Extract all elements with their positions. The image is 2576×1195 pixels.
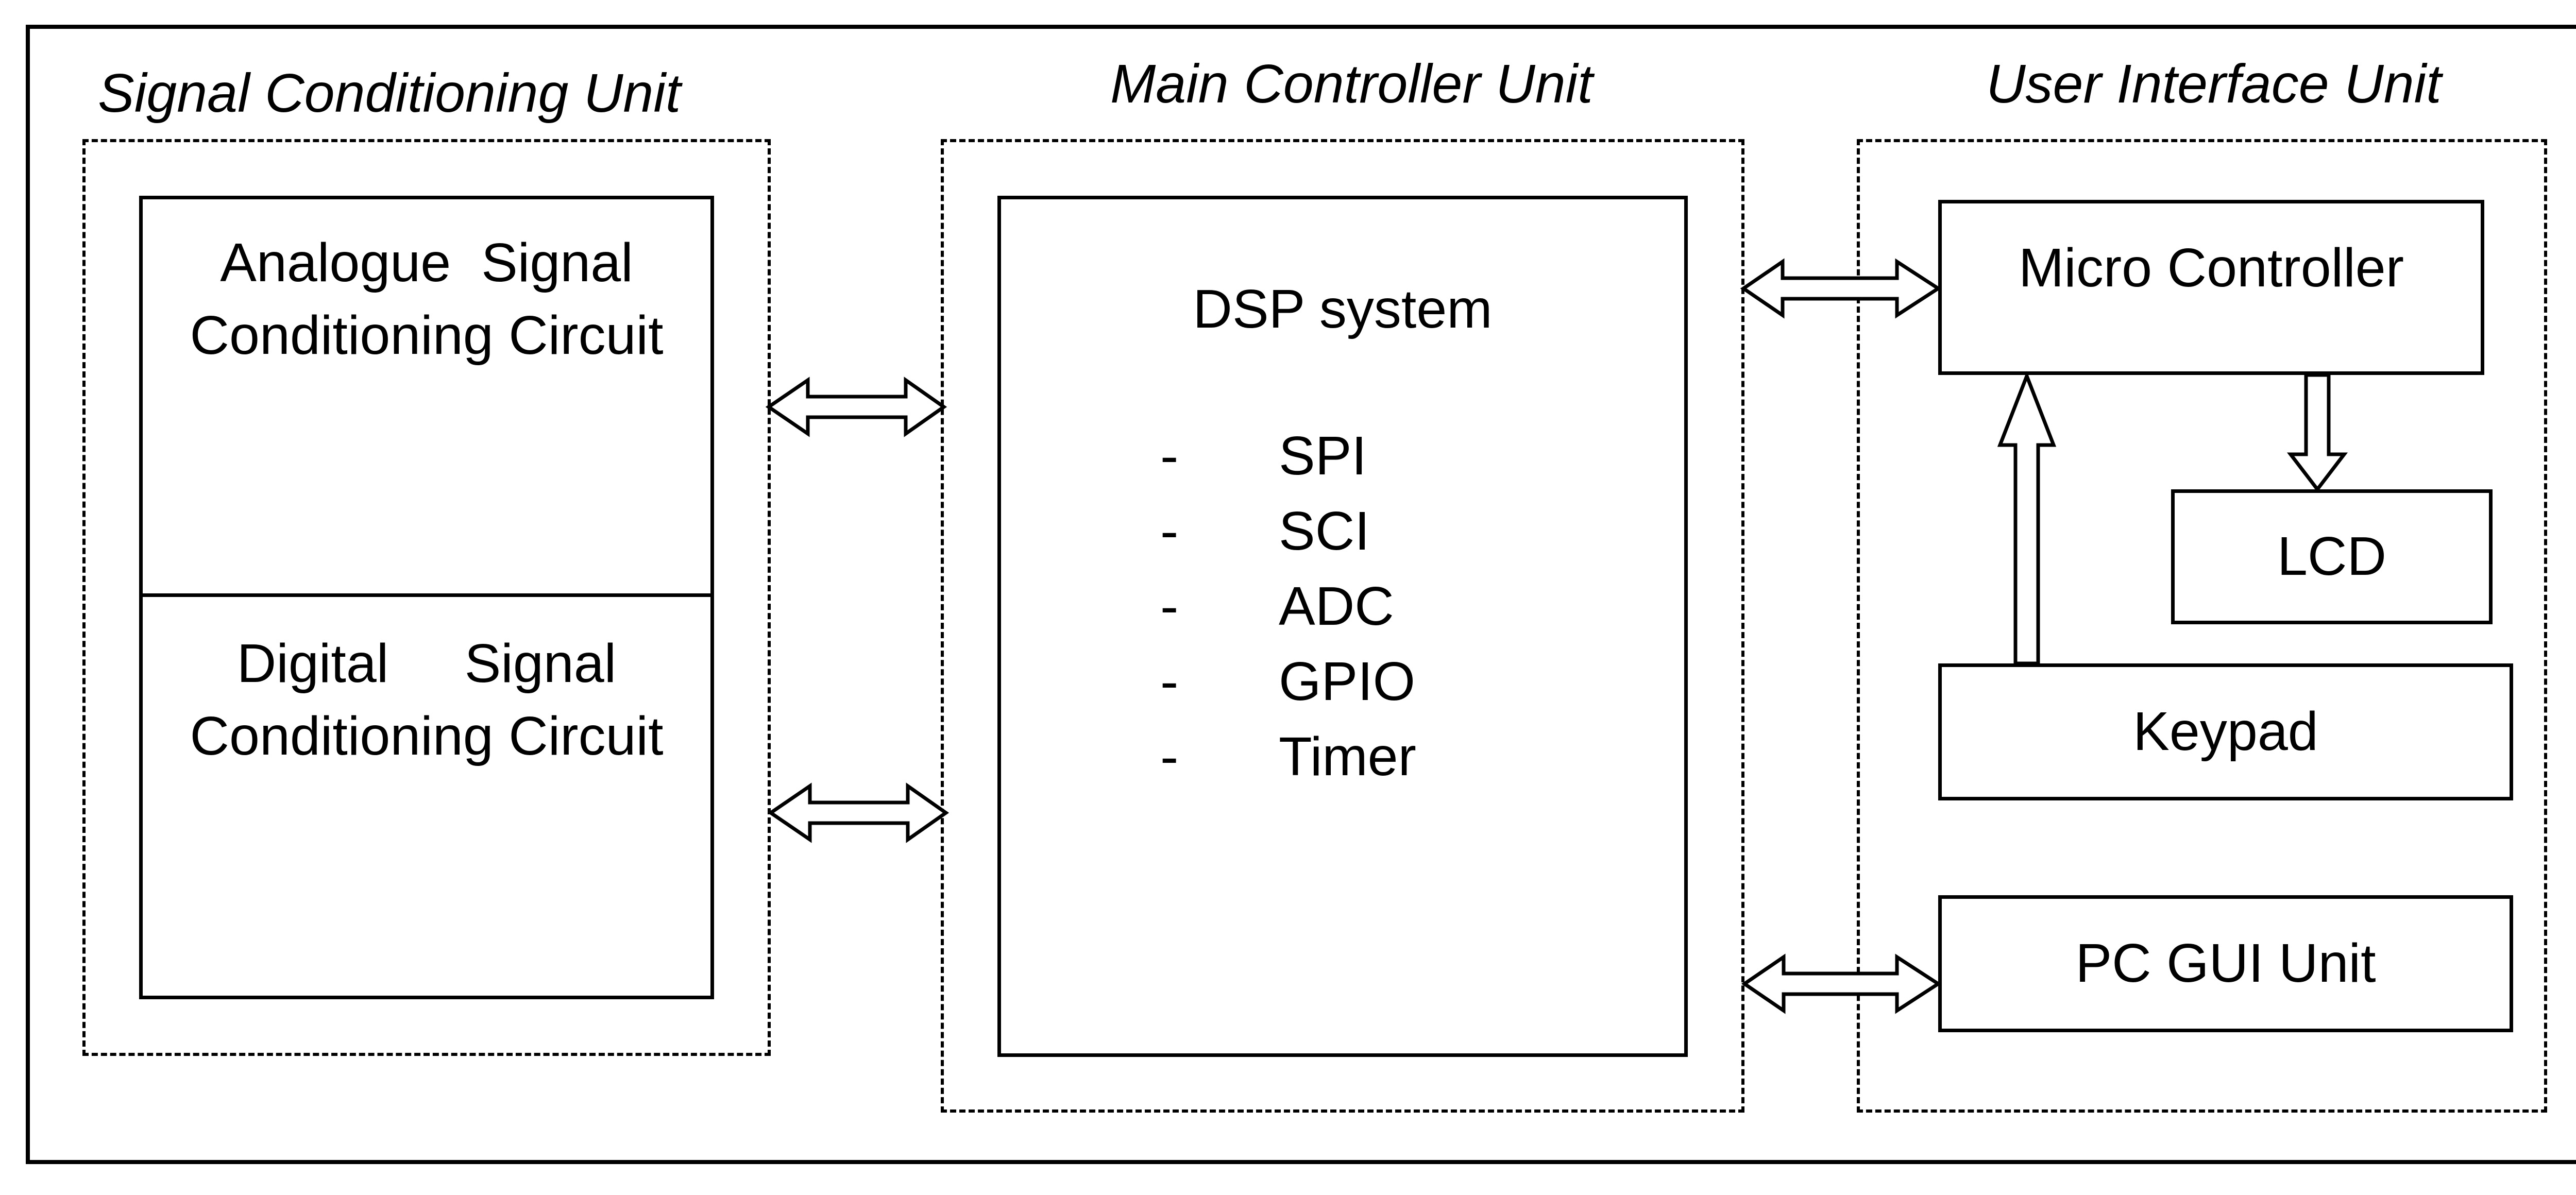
list-item: - SPI	[1160, 418, 1416, 493]
list-bullet: -	[1160, 576, 1179, 637]
micro-controller-label: Micro Controller	[2018, 237, 2404, 298]
signal-conditioning-divider	[139, 593, 714, 597]
micro-controller-block	[1938, 200, 2484, 375]
double-arrow-dsp-pcgui	[1741, 953, 1942, 1014]
double-arrow-dsp-microcontroller	[1740, 258, 1942, 319]
user-interface-unit-title: User Interface Unit	[1986, 54, 2442, 114]
main-controller-unit	[941, 139, 1744, 1113]
analogue-label-line1: Analogue Signal	[220, 232, 633, 293]
down-arrow-microcontroller-lcd	[2286, 373, 2348, 492]
digital-label-line2: Conditioning Circuit	[190, 705, 664, 766]
list-bullet: -	[1160, 425, 1179, 486]
dsp-system-title: DSP system	[1193, 279, 1493, 339]
pc-gui-unit-block	[1938, 895, 2513, 1032]
signal-conditioning-block	[139, 196, 714, 999]
double-arrow-digital-dsp	[767, 782, 950, 843]
lcd-label: LCD	[2277, 526, 2387, 587]
list-item-text: GPIO	[1279, 651, 1416, 712]
list-item-text: SCI	[1279, 501, 1370, 561]
signal-conditioning-unit-title: Signal Conditioning Unit	[98, 63, 681, 124]
list-bullet: -	[1160, 501, 1179, 561]
keypad-label: Keypad	[2133, 701, 2318, 762]
main-controller-unit-title: Main Controller Unit	[1110, 54, 1593, 114]
list-item: - SCI	[1160, 493, 1416, 569]
digital-signal-conditioning-circuit: Digital Signal Conditioning Circuit	[139, 627, 714, 773]
list-bullet: -	[1160, 726, 1179, 787]
list-item-text: ADC	[1279, 576, 1394, 637]
list-item: - ADC	[1160, 569, 1416, 644]
dsp-system-block	[997, 196, 1688, 1057]
analogue-label-line2: Conditioning Circuit	[190, 304, 664, 366]
analogue-signal-conditioning-circuit: Analogue Signal Conditioning Circuit	[139, 227, 714, 372]
signal-conditioning-unit	[82, 139, 771, 1056]
double-arrow-analogue-dsp	[765, 377, 947, 437]
dsp-peripheral-list: - SPI - SCI - ADC - GPIO - Timer	[1160, 418, 1416, 794]
lcd-block	[2171, 489, 2493, 624]
list-item: - GPIO	[1160, 644, 1416, 719]
list-item-text: Timer	[1279, 726, 1416, 787]
user-interface-unit	[1857, 139, 2547, 1113]
diagram-frame	[26, 25, 2576, 1164]
list-item: - Timer	[1160, 719, 1416, 794]
list-item-text: SPI	[1279, 425, 1367, 486]
up-arrow-keypad-microcontroller	[1997, 371, 2057, 665]
pc-gui-unit-label: PC GUI Unit	[2075, 933, 2376, 994]
list-bullet: -	[1160, 651, 1179, 712]
digital-label-line1: Digital Signal	[236, 633, 617, 694]
keypad-block	[1938, 663, 2513, 800]
